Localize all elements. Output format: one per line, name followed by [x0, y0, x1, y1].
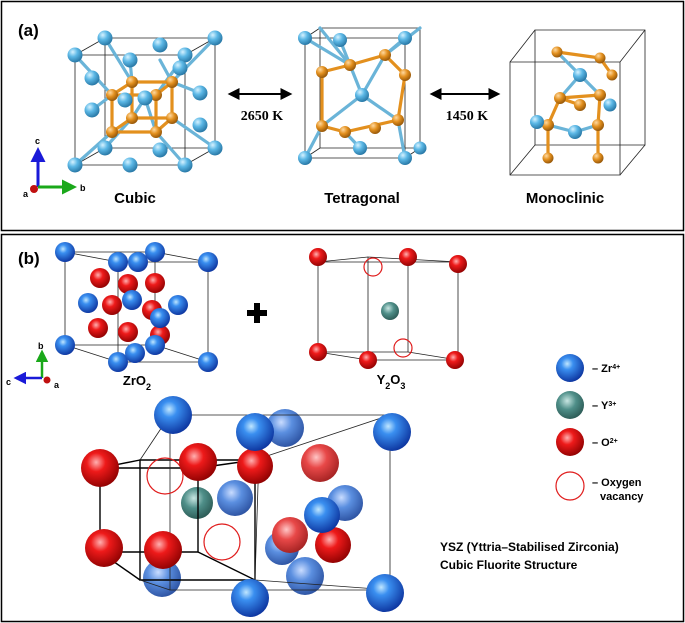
cubic-label: Cubic [114, 190, 156, 207]
axis-b-label-a: b [80, 183, 86, 193]
ysz-title: YSZ (Yttria–Stabilised Zirconia) [440, 540, 619, 554]
y2o3-structure [309, 248, 467, 369]
legend-vacancy-swatch [555, 471, 585, 501]
legend-vacancy-label: – Oxygen [592, 477, 642, 489]
legend-y-swatch [556, 391, 584, 419]
ysz-structure [81, 396, 411, 617]
tetragonal-structure [298, 26, 427, 165]
axis-triad-b: b c a [6, 341, 60, 390]
transition-temp-2: 1450 K [446, 109, 489, 124]
legend-o-swatch [556, 428, 584, 456]
tetragonal-label: Tetragonal [324, 190, 400, 207]
axis-a-label-a: a [23, 189, 29, 199]
axis-c-label-a: c [35, 136, 40, 146]
legend-y-label: – Y3+ [592, 400, 616, 412]
legend-zr-label: – Zr4+ [592, 363, 620, 375]
axis-c-label-b: c [6, 377, 11, 387]
y2o3-label: Y2O3 [377, 372, 406, 391]
monoclinic-label: Monoclinic [526, 190, 604, 207]
axis-a-label-b: a [54, 380, 60, 390]
legend-zr-swatch [556, 354, 584, 382]
legend-o-label: – O2+ [592, 437, 618, 449]
cubic-structure [67, 30, 223, 173]
panel-a-label: (a) [18, 21, 39, 40]
axis-b-label-b: b [38, 341, 44, 351]
zro2-label: ZrO2 [123, 373, 151, 392]
panel-b-label: (b) [18, 249, 40, 268]
ysz-subtitle: Cubic Fluorite Structure [440, 558, 578, 572]
ysz-yttrium [181, 487, 213, 519]
transition-temp-1: 2650 K [241, 109, 284, 124]
panel-b-frame [0, 233, 685, 623]
plus-sign [247, 303, 267, 323]
zro2-structure [55, 242, 218, 372]
legend-vacancy-label-2: vacancy [600, 491, 644, 503]
monoclinic-structure [509, 29, 646, 176]
axis-triad-a: c b a [23, 136, 86, 199]
legend: – Zr4+ – Y3+ – O2+ – Oxygen vacancy [555, 354, 644, 503]
panel-a-frame [0, 0, 685, 232]
